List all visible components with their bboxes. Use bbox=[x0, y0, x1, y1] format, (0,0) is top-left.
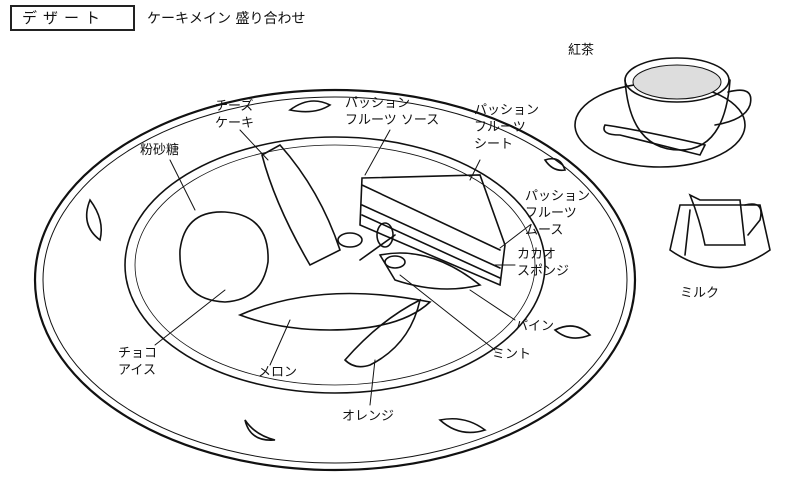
melon bbox=[237, 292, 432, 331]
tea-cup bbox=[574, 57, 752, 168]
plate bbox=[33, 88, 637, 472]
cheesecake bbox=[261, 143, 341, 267]
label-black-tea: 紅茶 bbox=[568, 43, 595, 58]
label-orange: オレンジ bbox=[342, 409, 395, 424]
pineapple bbox=[378, 252, 482, 290]
label-passion-sauce: パッション フルーツ ソース bbox=[345, 96, 440, 128]
label-passion-sheet: パッション フルーツ シート bbox=[474, 103, 540, 152]
milk-pitcher bbox=[669, 193, 771, 269]
label-choco-ice: チョコ アイス bbox=[118, 346, 158, 378]
label-mint: ミント bbox=[492, 347, 532, 362]
leader-lines bbox=[154, 129, 531, 406]
label-milk: ミルク bbox=[680, 286, 720, 301]
label-cheesecake: チーズ ケーキ bbox=[215, 99, 255, 131]
label-powdered-sugar: 粉砂糖 bbox=[140, 143, 180, 158]
label-pineapple: パイン bbox=[515, 319, 555, 334]
category-box: デザート bbox=[10, 5, 135, 31]
choco-ice bbox=[179, 211, 269, 303]
label-cacao-sponge: カカオ スポンジ bbox=[517, 247, 570, 279]
orange bbox=[343, 298, 422, 368]
label-melon: メロン bbox=[258, 365, 298, 380]
mint bbox=[337, 222, 406, 269]
passion-cake bbox=[359, 174, 506, 287]
page-title: ケーキメイン 盛り合わせ bbox=[147, 11, 306, 27]
label-passion-mousse: パッション フルーツ ムース bbox=[525, 189, 591, 238]
